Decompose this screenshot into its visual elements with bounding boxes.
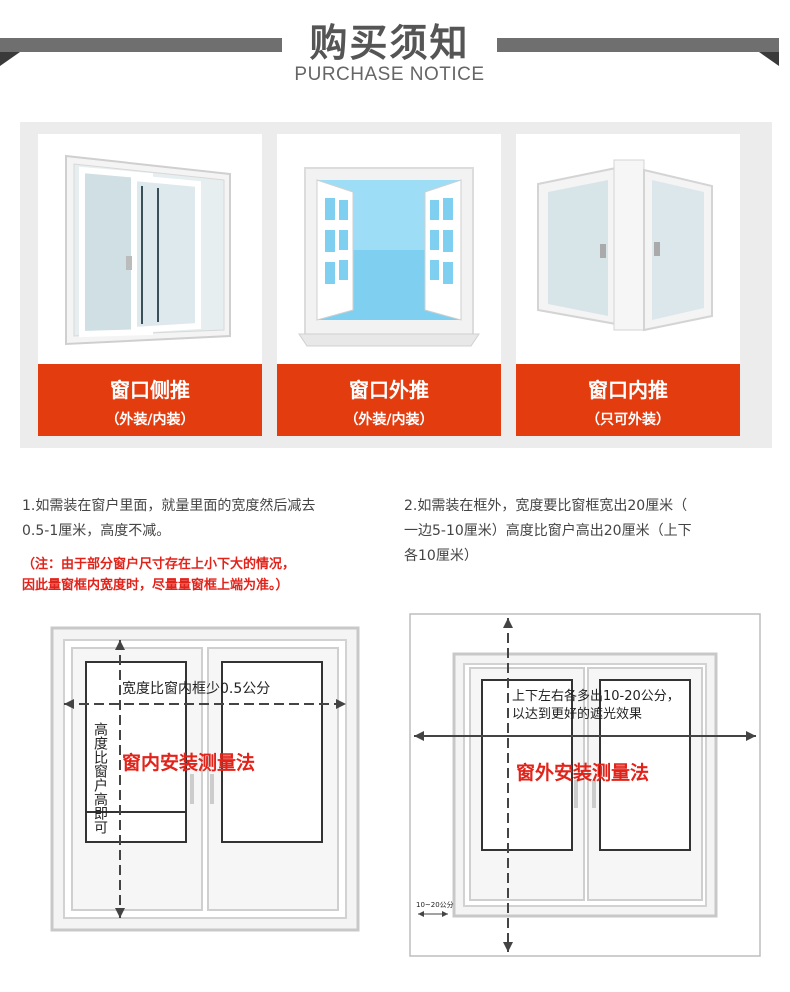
- inside-method-label: 窗内安装测量法: [122, 752, 256, 774]
- card-caption: 窗口外推 （外装/内装）: [277, 364, 501, 436]
- page-title: 购买须知: [309, 21, 470, 65]
- warning-line: （注：由于部分窗户尺寸存在上小下大的情况，: [22, 557, 296, 572]
- outside-method-label: 窗外安装测量法: [516, 762, 650, 784]
- note-inside: 1.如需装在窗户里面，就量里面的宽度然后减去 0.5-1厘米，高度不减。: [22, 494, 315, 544]
- card-title: 窗口内推: [588, 378, 668, 402]
- header-bar-left-fold: [0, 52, 20, 66]
- outward-window-image: [277, 134, 501, 362]
- sliding-window-image: [38, 134, 262, 362]
- inward-window-image: [516, 134, 740, 362]
- note-warning: （注：由于部分窗户尺寸存在上小下大的情况， 因此量窗框内宽度时，尽量量窗框上端为…: [22, 554, 295, 596]
- page-subtitle: PURCHASE NOTICE: [294, 64, 485, 85]
- note-line: 2.如需装在框外，宽度要比窗框宽出20厘米（: [404, 498, 688, 514]
- card-title: 窗口侧推: [110, 378, 190, 402]
- scale-label: 10~20公分: [416, 901, 454, 909]
- header-bar-right-fold: [759, 52, 779, 66]
- height-rule-label: 高度比窗户高即可: [92, 722, 108, 834]
- card-side-push: 窗口侧推 （外装/内装）: [38, 134, 262, 436]
- note-line: 各10厘米）: [404, 548, 478, 564]
- note-outside: 2.如需装在框外，宽度要比窗框宽出20厘米（ 一边5-10厘米）高度比窗户高出2…: [404, 494, 692, 569]
- note-line: 0.5-1厘米，高度不减。: [22, 523, 171, 539]
- card-caption: 窗口内推 （只可外装）: [516, 364, 740, 436]
- header-bar-left: [0, 38, 282, 52]
- card-out-push: 窗口外推 （外装/内装）: [277, 134, 501, 436]
- outside-extra-line: 以达到更好的遮光效果: [512, 707, 643, 722]
- card-caption: 窗口侧推 （外装/内装）: [38, 364, 262, 436]
- card-title: 窗口外推: [349, 378, 429, 402]
- note-line: 一边5-10厘米）高度比窗户高出20厘米（上下: [404, 523, 692, 539]
- outside-extra-line: 上下左右各多出10-20公分，: [512, 689, 680, 704]
- card-subtitle: （外装/内装）: [105, 412, 195, 428]
- inside-mount-diagram: 宽度比窗内框少0.5公分 高度比窗户高即可 窗内安装测量法: [50, 626, 360, 932]
- width-rule-label: 宽度比窗内框少0.5公分: [122, 681, 271, 697]
- outside-mount-diagram: 上下左右各多出10-20公分， 以达到更好的遮光效果 窗外安装测量法 10~20…: [408, 612, 762, 958]
- card-subtitle: （外装/内装）: [344, 412, 434, 428]
- warning-line: 因此量窗框内宽度时，尽量量窗框上端为准。）: [22, 578, 289, 593]
- outside-extra-label: 上下左右各多出10-20公分， 以达到更好的遮光效果: [512, 688, 680, 724]
- header-bar-right: [497, 38, 779, 52]
- card-subtitle: （只可外装）: [586, 412, 670, 428]
- card-in-push: 窗口内推 （只可外装）: [516, 134, 740, 436]
- note-line: 1.如需装在窗户里面，就量里面的宽度然后减去: [22, 498, 316, 514]
